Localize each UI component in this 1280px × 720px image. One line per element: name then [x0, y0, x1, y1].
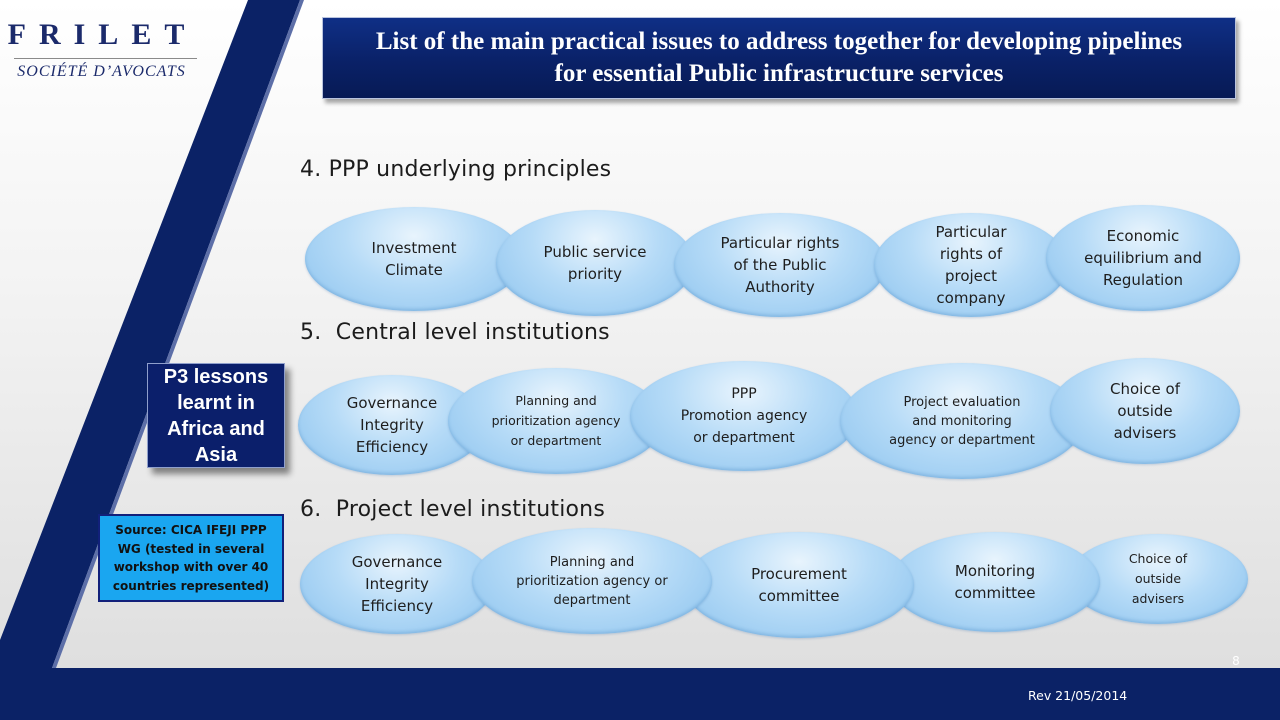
section-heading-4: 4. PPP underlying principles	[300, 157, 611, 182]
oval-procurement-committee: Procurement committee	[684, 532, 914, 638]
oval-label: Planning and prioritization agency or de…	[516, 554, 668, 608]
frilet-logo: FRILET SOCIÉTÉ D’AVOCATS	[0, 18, 215, 81]
oval-public-authority-rights: Particular rights of the Public Authorit…	[674, 213, 886, 317]
oval-label: Governance Integrity Efficiency	[351, 553, 443, 615]
oval-public-service-priority: Public service priority	[496, 210, 694, 316]
source-text: Source: CICA IFEJI PPP WG (tested in sev…	[112, 523, 270, 593]
oval-project-evaluation-agency: Project evaluation and monitoring agency…	[840, 363, 1084, 479]
section-number: 4.	[300, 157, 322, 182]
logo-subtitle: SOCIÉTÉ D’AVOCATS	[17, 63, 186, 80]
oval-label: Particular rights of project company	[935, 223, 1007, 307]
oval-label: Project evaluation and monitoring agency…	[889, 394, 1035, 448]
oval-economic-equilibrium: Economic equilibrium and Regulation	[1046, 205, 1240, 311]
oval-monitoring-committee: Monitoring committee	[890, 532, 1100, 632]
oval-project-planning-agency: Planning and prioritization agency or de…	[472, 528, 712, 634]
oval-central-planning-agency: Planning and prioritization agency or de…	[448, 368, 664, 474]
page-number: 8	[1232, 654, 1240, 668]
logo-name: FRILET	[7, 18, 198, 51]
section-number: 6.	[300, 497, 322, 522]
p3-lessons-text: P3 lessons learnt in Africa and Asia	[163, 365, 269, 466]
oval-label: Choice of outside advisers	[1109, 380, 1181, 442]
oval-label: Particular rights of the Public Authorit…	[720, 234, 840, 296]
oval-project-company-rights: Particular rights of project company	[874, 213, 1068, 317]
logo-divider	[14, 58, 197, 59]
oval-label: Public service priority	[543, 243, 647, 283]
section-number: 5.	[300, 320, 322, 345]
oval-label: Governance Integrity Efficiency	[346, 394, 438, 456]
oval-project-governance: Governance Integrity Efficiency	[300, 534, 494, 634]
oval-central-outside-advisers: Choice of outside advisers	[1050, 358, 1240, 464]
footer-bar	[0, 668, 1280, 720]
section-heading-6: 6. Project level institutions	[300, 497, 605, 522]
p3-lessons-box: P3 lessons learnt in Africa and Asia	[147, 363, 285, 468]
oval-investment-climate: Investment Climate	[305, 207, 523, 311]
oval-label: Choice of outside advisers	[1128, 551, 1188, 606]
section-title: PPP underlying principles	[328, 157, 612, 182]
oval-ppp-promotion-agency: PPP Promotion agency or department	[630, 361, 858, 471]
section-title: Central level institutions	[335, 320, 610, 345]
oval-label: PPP Promotion agency or department	[680, 386, 808, 446]
oval-label: Procurement committee	[751, 565, 847, 605]
oval-label: Economic equilibrium and Regulation	[1084, 227, 1202, 289]
oval-label: Planning and prioritization agency or de…	[491, 393, 621, 448]
slide-title: List of the main practical issues to add…	[375, 28, 1183, 87]
oval-label: Monitoring committee	[954, 562, 1036, 602]
source-box: Source: CICA IFEJI PPP WG (tested in sev…	[98, 514, 284, 602]
section-title: Project level institutions	[335, 497, 605, 522]
slide-title-box: List of the main practical issues to add…	[322, 17, 1236, 99]
revision-date: Rev 21/05/2014	[1028, 688, 1128, 703]
section-heading-5: 5. Central level institutions	[300, 320, 610, 345]
oval-label: Investment Climate	[371, 239, 457, 279]
